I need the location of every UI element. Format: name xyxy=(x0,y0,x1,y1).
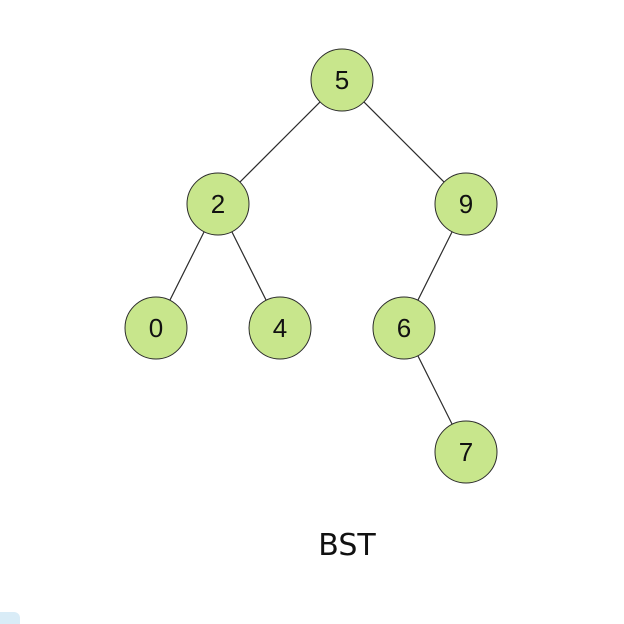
edges-layer xyxy=(169,101,453,425)
tree-node-9: 9 xyxy=(434,172,498,236)
node-circle xyxy=(124,296,188,360)
node-label: 4 xyxy=(273,313,287,343)
edge-n2-n0 xyxy=(169,231,205,301)
tree-node-5: 5 xyxy=(310,48,374,112)
node-label: 5 xyxy=(335,65,349,95)
tree-node-0: 0 xyxy=(124,296,188,360)
node-circle xyxy=(434,420,498,484)
node-circle xyxy=(186,172,250,236)
node-label: 7 xyxy=(459,437,473,467)
diagram-caption: BST xyxy=(318,528,376,563)
tree-node-7: 7 xyxy=(434,420,498,484)
node-label: 9 xyxy=(459,189,473,219)
tree-node-6: 6 xyxy=(372,296,436,360)
node-circle xyxy=(310,48,374,112)
tree-node-4: 4 xyxy=(248,296,312,360)
nodes-layer: 5 2 9 0 4 6 7 xyxy=(124,48,498,484)
edge-n6-n7 xyxy=(417,355,453,425)
edge-n2-n4 xyxy=(231,231,267,301)
node-label: 6 xyxy=(397,313,411,343)
tree-node-2: 2 xyxy=(186,172,250,236)
node-label: 2 xyxy=(211,189,225,219)
corner-decoration xyxy=(0,612,20,624)
node-circle xyxy=(372,296,436,360)
edge-n5-n2 xyxy=(239,101,321,183)
node-circle xyxy=(248,296,312,360)
node-label: 0 xyxy=(149,313,163,343)
edge-n5-n9 xyxy=(363,101,445,183)
node-circle xyxy=(434,172,498,236)
edge-n9-n6 xyxy=(417,231,453,301)
